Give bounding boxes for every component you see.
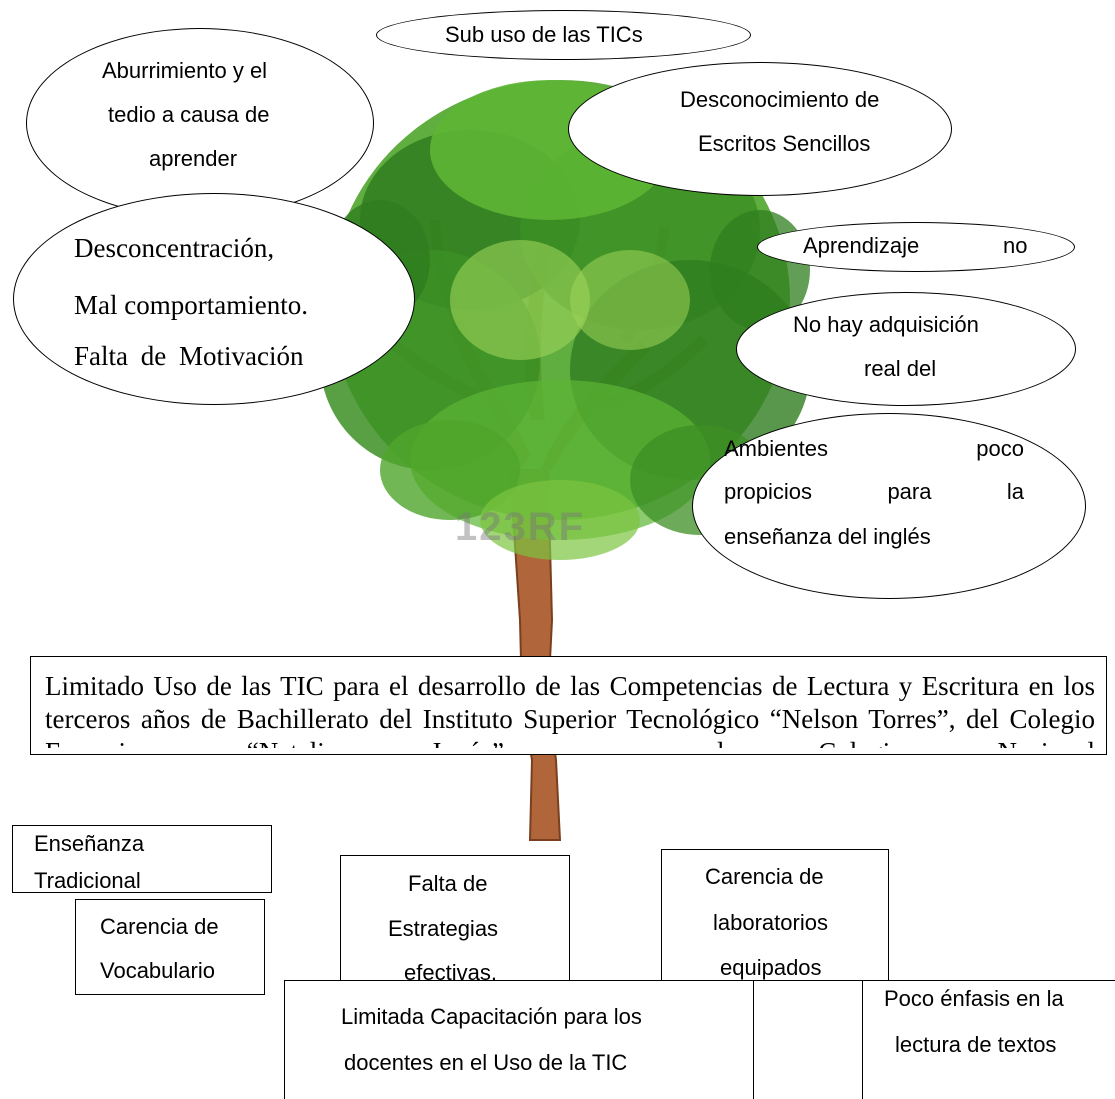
effect-desconocimiento-ellipse [568,62,952,196]
cause-carencia-laboratorios-box [661,849,889,984]
cause-carencia-laboratorios-line3: equipados [720,955,822,980]
cause-ensenanza-box [12,825,272,893]
central-problem-text: Limitado Uso de las TIC para el desarrol… [45,671,1095,748]
cause-falta-estrategias-line1: Falta de [408,871,488,896]
effect-ambientes-line2: propicios para la [724,479,1024,505]
effect-sub-uso-ellipse [376,10,751,60]
empty-cell-box [753,980,863,1099]
effect-aburrimiento-line2: tedio a causa de [108,102,270,127]
effect-aburrimiento-line1: Aburrimiento y el [102,58,268,83]
effect-aprendizaje-word2: no [1003,233,1028,258]
effect-desconcentracion-ellipse [13,193,415,405]
effect-ambientes-word-propicios: propicios [724,479,813,504]
effect-ambientes-word-poco: poco [976,436,1024,461]
effect-aburrimiento-ellipse [26,28,374,218]
cause-ensenanza-line2: Tradicional [34,868,141,893]
watermark-text: 123RF [455,505,585,549]
effect-ambientes-word-para: para [887,479,932,504]
cause-falta-estrategias-box [340,855,570,993]
effect-no-hay-adquisicion-ellipse [736,292,1076,406]
cause-limitada-capacitacion-box [284,980,754,1099]
cause-carencia-vocabulario-line1: Carencia de [100,914,219,939]
effect-ambientes-ellipse [692,413,1086,599]
cause-poco-enfasis-box [862,980,1115,1099]
effect-ambientes-word-la: la [1006,479,1024,504]
effect-ambientes-word-ambientes: Ambientes [724,436,828,461]
cause-carencia-vocabulario-line2: Vocabulario [100,958,215,983]
effect-ambientes-line3: enseñanza del inglés [724,524,931,549]
effect-desconcentracion-line2: Mal comportamiento. [74,290,308,320]
central-problem-box [30,656,1107,755]
effect-desconocimiento-line2: Escritos Sencillos [698,131,871,156]
cause-carencia-laboratorios-line2: laboratorios [713,910,828,935]
cause-limitada-capacitacion-line2: docentes en el Uso de la TIC [344,1050,628,1075]
cause-limitada-capacitacion-line1: Limitada Capacitación para los [341,1004,642,1029]
cause-poco-enfasis-line1: Poco énfasis en la [884,986,1064,1011]
tree-foliage [320,80,810,560]
cause-ensenanza-line1: Enseñanza [34,831,145,856]
cause-falta-estrategias-line2: Estrategias [388,916,499,941]
effect-sub-uso-text: Sub uso de las TICs [445,22,643,47]
cause-carencia-laboratorios-line1: Carencia de [705,864,824,889]
effect-aprendizaje-word1: Aprendizaje [803,233,920,258]
effect-aprendizaje-ellipse [757,222,1075,272]
effect-aburrimiento-line3: aprender [149,146,238,171]
cause-carencia-vocabulario-box [75,899,265,995]
effect-ambientes-line1: Ambientes poco [724,436,1024,462]
cause-poco-enfasis-line2: lectura de textos [895,1032,1057,1057]
effect-desconocimiento-line1: Desconocimiento de [680,87,880,112]
effect-desconcentracion-line1: Desconcentración, [74,233,275,263]
effect-no-hay-adquisicion-line1: No hay adquisición [793,312,979,337]
effect-desconcentracion-line3: Falta de Motivación [74,341,304,371]
effect-no-hay-adquisicion-line2: real del [864,356,937,381]
